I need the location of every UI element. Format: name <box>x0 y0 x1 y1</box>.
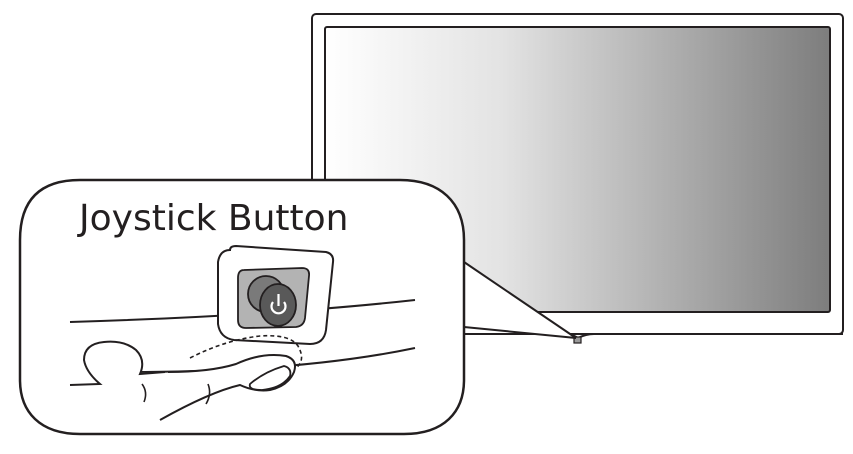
hand <box>69 340 296 421</box>
callout-connector <box>463 261 577 339</box>
fingertip-hidden <box>189 334 303 369</box>
joystick-button <box>217 244 335 346</box>
index-finger <box>159 354 296 421</box>
power-icon <box>270 294 287 315</box>
callout-bubble: Joystick Button <box>18 178 466 436</box>
knuckle-line <box>205 383 211 405</box>
thumb <box>69 340 166 386</box>
fingernail <box>248 365 292 391</box>
thumb-crease <box>141 383 147 403</box>
joystick-button-marker <box>573 336 582 344</box>
callout-title: Joystick Button <box>77 198 349 239</box>
